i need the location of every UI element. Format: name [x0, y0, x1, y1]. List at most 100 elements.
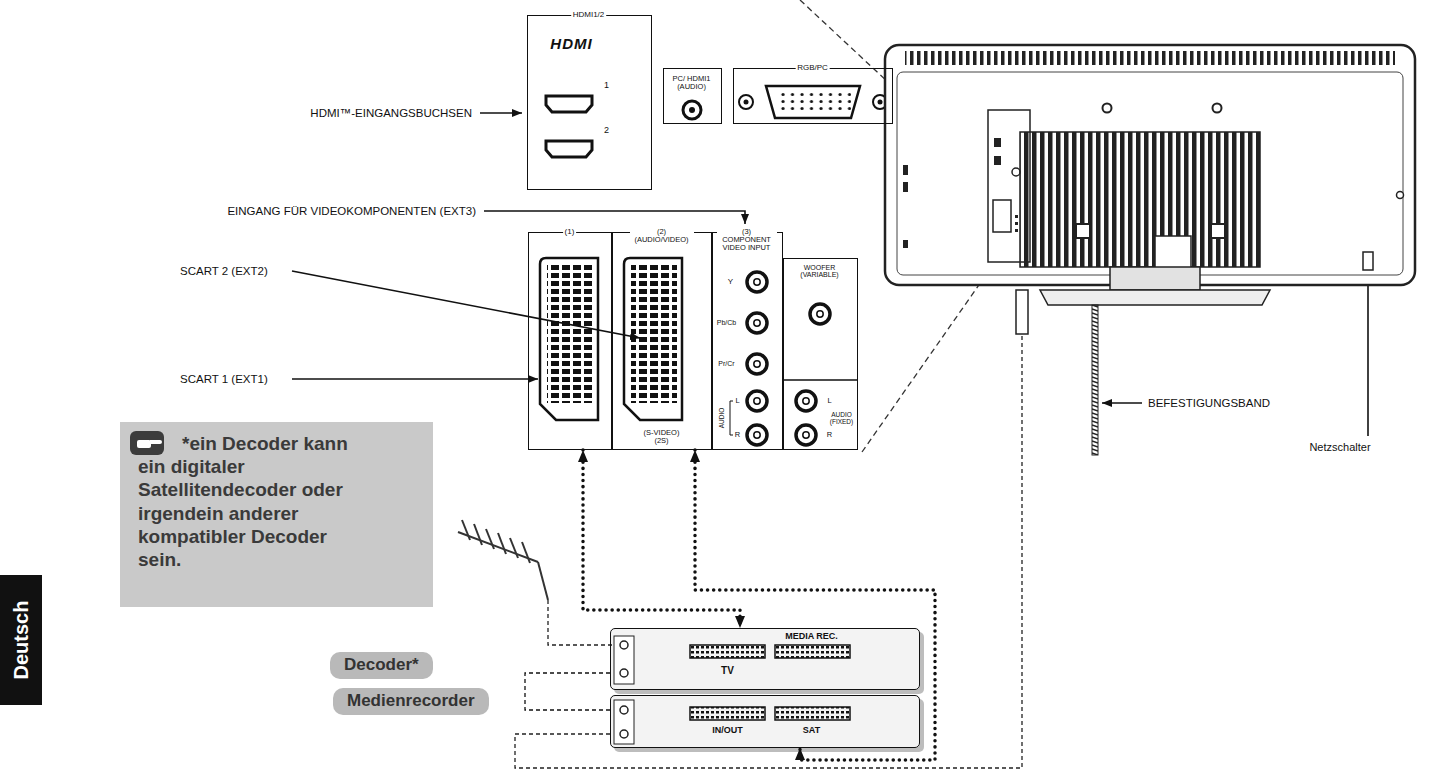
antenna-cable	[525, 673, 610, 710]
zoom-line	[862, 262, 995, 452]
scart-cable	[583, 450, 740, 628]
leader-line	[484, 211, 745, 224]
scart-connector	[631, 265, 677, 403]
device-pill: Decoder*	[330, 652, 433, 679]
leader-line	[292, 378, 538, 380]
socket-label: MEDIA REC.	[785, 632, 838, 642]
callout-label: BEFESTIGUNGSBAND	[1148, 397, 1270, 410]
decoder-device	[610, 628, 920, 690]
vga-connector	[878, 100, 883, 105]
scart-connector	[540, 258, 682, 420]
rca-jack	[754, 320, 760, 326]
port-label: (S-VIDEO) (2S)	[640, 428, 684, 445]
tv-rear	[1363, 252, 1373, 270]
decoder-device	[610, 628, 924, 694]
decoder-device	[620, 641, 628, 649]
note-panel	[120, 422, 433, 607]
callout-label: HDMI™-EINGANGSBUCHSEN	[310, 107, 472, 120]
connectors	[525, 450, 935, 760]
panel-heading: (3) COMPONENT VIDEO INPUT	[717, 227, 777, 252]
hdmi-panel: HDMI1/2HDMI12	[527, 15, 652, 190]
rca-jack	[747, 354, 767, 374]
port-label: Pb/Cb	[717, 319, 736, 327]
panel-heading: WOOFER (VARIABLE)	[792, 264, 848, 279]
channel-label: L	[735, 396, 739, 404]
socket-label: SAT	[803, 726, 820, 736]
panel-divider	[730, 380, 858, 435]
panel-divider	[783, 379, 858, 381]
rca-jack	[747, 425, 767, 445]
device-name: Medienrecorder	[347, 692, 475, 711]
callout-label: SCART 1 (EXT1)	[180, 373, 268, 386]
tv-rear	[1103, 104, 1112, 113]
tv-rear	[1015, 215, 1018, 218]
panel-divider	[730, 401, 733, 435]
language-tab: Deutsch	[0, 575, 42, 705]
port-number: 2	[604, 126, 609, 136]
port-label: AUDIO (FIXED)	[827, 410, 857, 424]
panel-heading: RGB/PC	[795, 63, 830, 72]
socket-label: TV	[721, 664, 734, 675]
rca-jack	[754, 361, 760, 367]
antenna-cable	[548, 600, 614, 645]
note-text: *ein Decoder kann ein digitaler Satellit…	[138, 432, 366, 571]
scart-connector	[624, 258, 682, 420]
recorder-device	[775, 707, 850, 720]
vga-connector	[766, 86, 860, 118]
scart-cable	[695, 450, 935, 760]
tv-rear	[1110, 267, 1200, 290]
antenna	[458, 532, 538, 562]
note-panel	[150, 440, 162, 444]
vga-connector	[739, 95, 753, 109]
tv-rear	[993, 200, 1011, 232]
scart-connector	[547, 265, 593, 403]
leader-line	[292, 271, 640, 338]
rca-jack	[817, 311, 823, 317]
leader-line	[1102, 402, 1142, 404]
device-pill: Medienrecorder	[333, 688, 489, 715]
audio-jack	[683, 101, 701, 119]
tv-rear	[1040, 290, 1270, 305]
antenna	[486, 529, 494, 549]
tv-rear	[994, 156, 1001, 165]
tv-rear	[905, 51, 1395, 65]
panel-heading: (2) (AUDIO/VIDEO)	[630, 227, 694, 244]
rca-jack	[754, 398, 760, 404]
leader-line	[1367, 273, 1369, 436]
panel-heading: HDMI1/2	[571, 10, 607, 19]
recorder-device	[614, 700, 634, 744]
vga-connector	[744, 100, 749, 105]
tv-rear	[897, 72, 1403, 275]
recorder-device	[610, 695, 924, 752]
decoder-device	[620, 669, 628, 677]
rca-jack	[747, 272, 767, 292]
tv-rear	[1012, 168, 1020, 176]
antenna	[462, 520, 470, 540]
woofer-panel: WOOFER (VARIABLE)LAUDIO (FIXED)R	[783, 258, 858, 450]
recorder-box: IN/OUT SAT	[610, 695, 920, 748]
note-panel	[120, 422, 433, 607]
logo-text: HDMI	[550, 35, 592, 52]
port-label: AUDIO	[718, 407, 725, 428]
decoder-device	[614, 636, 634, 684]
vga-connector	[777, 91, 851, 113]
audio-jack	[689, 107, 695, 113]
rca-jack	[796, 391, 816, 411]
rca-jack	[810, 304, 830, 324]
antenna-cable	[515, 336, 1022, 768]
socket-label: IN/OUT	[712, 726, 743, 736]
port-number: 1	[604, 81, 609, 91]
hdmi-port	[546, 96, 592, 157]
panel-heading: (1)	[563, 227, 577, 236]
recorder-device	[610, 695, 920, 748]
vga-connector	[739, 86, 887, 118]
scart1-panel: (1)	[528, 232, 612, 450]
antenna	[474, 524, 482, 545]
channel-label: R	[827, 430, 832, 438]
rca-jack	[803, 398, 809, 404]
rca-jack	[747, 313, 767, 333]
scart2-panel: (2) (AUDIO/VIDEO)(S-VIDEO) (2S)	[612, 232, 712, 450]
tv-rear	[1076, 224, 1090, 238]
leader-line	[480, 112, 522, 114]
